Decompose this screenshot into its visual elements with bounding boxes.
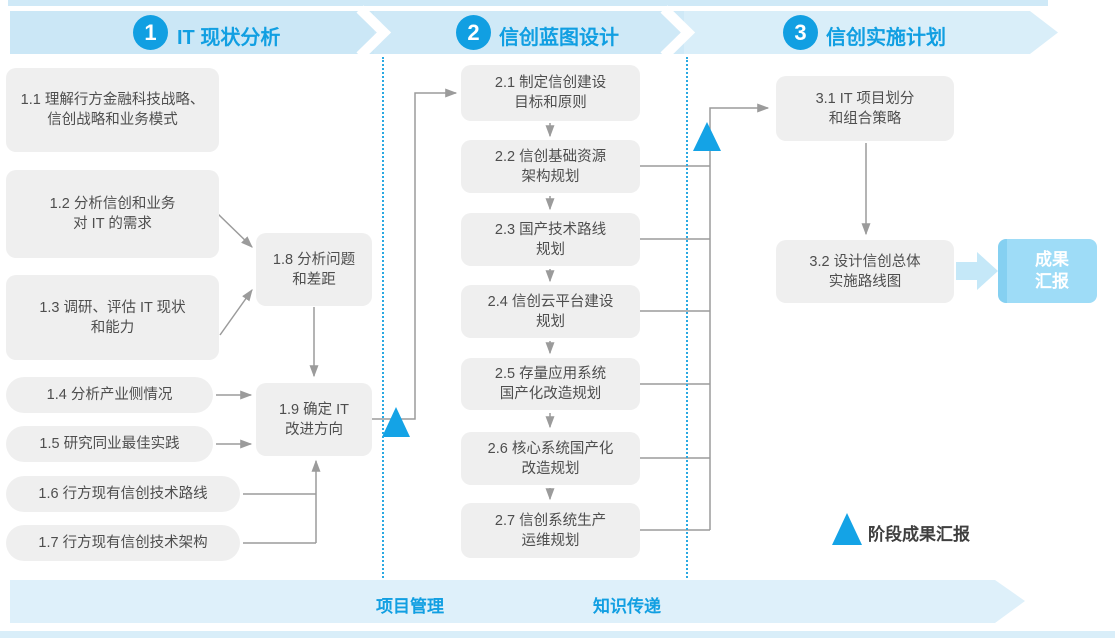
- bottom-band-arrow: [10, 580, 1025, 623]
- phase-2-title: 信创蓝图设计: [499, 27, 619, 49]
- bottom-edge-strip: [0, 631, 1115, 638]
- node-2-7: 2.7 信创系统生产运维规划: [461, 503, 640, 558]
- node-2-1: 2.1 制定信创建设目标和原则: [461, 65, 640, 121]
- node-1-2: 1.2 分析信创和业务对 IT 的需求: [6, 170, 219, 258]
- node-1-5: 1.5 研究同业最佳实践: [6, 426, 213, 462]
- bottom-bar-project-management: 项目管理: [376, 597, 444, 616]
- phase-2-header-band: [374, 11, 684, 54]
- connector-trunk-to-3-1: [709, 103, 770, 530]
- output-arrow-icon: [956, 252, 998, 290]
- phase-2-number: 2: [467, 19, 480, 45]
- node-2-6: 2.6 核心系统国产化改造规划: [461, 432, 640, 485]
- node-1-1: 1.1 理解行方金融科技战略、信创战略和业务模式: [6, 68, 219, 152]
- phase-3-number: 3: [794, 19, 807, 45]
- phase-3-title: 信创实施计划: [826, 27, 946, 49]
- node-3-1: 3.1 IT 项目划分和组合策略: [776, 76, 954, 141]
- stage-report-triangle-icon: [693, 122, 721, 151]
- bottom-bar-knowledge-transfer: 知识传递: [593, 597, 661, 616]
- phase-1-number-badge: 1: [133, 15, 168, 50]
- node-3-2: 3.2 设计信创总体实施路线图: [776, 240, 954, 303]
- node-1-3: 1.3 调研、评估 IT 现状和能力: [6, 275, 219, 360]
- phase-3-number-badge: 3: [783, 15, 818, 50]
- phase-1-number: 1: [144, 19, 157, 45]
- top-edge-strip: [8, 0, 1048, 6]
- phase-divider-dotted-line: [686, 57, 688, 578]
- phase-1-header-band: [10, 11, 374, 54]
- phase-3-header-band: [684, 11, 1058, 54]
- node-1-7: 1.7 行方现有信创技术架构: [6, 525, 240, 561]
- node-1-8: 1.8 分析问题和差距: [256, 233, 372, 306]
- connector-1-2-to-1-8: [217, 213, 253, 248]
- phase-2-number-badge: 2: [456, 15, 491, 50]
- node-1-4: 1.4 分析产业侧情况: [6, 377, 213, 413]
- legend-triangle-icon: [832, 513, 862, 545]
- node-2-2: 2.2 信创基础资源架构规划: [461, 140, 640, 193]
- connector-1-3-to-1-8: [219, 289, 253, 336]
- node-2-4: 2.4 信创云平台建设规划: [461, 285, 640, 338]
- node-2-5: 2.5 存量应用系统国产化改造规划: [461, 358, 640, 410]
- node-2-3: 2.3 国产技术路线规划: [461, 213, 640, 266]
- legend-stage-report-label: 阶段成果汇报: [868, 525, 970, 544]
- output-report-box: 成果 汇报: [998, 239, 1097, 303]
- node-1-6: 1.6 行方现有信创技术路线: [6, 476, 240, 512]
- phase-1-title: IT 现状分析: [177, 27, 281, 49]
- phase-divider-dotted-line: [382, 57, 384, 578]
- stage-report-triangle-icon: [382, 407, 410, 437]
